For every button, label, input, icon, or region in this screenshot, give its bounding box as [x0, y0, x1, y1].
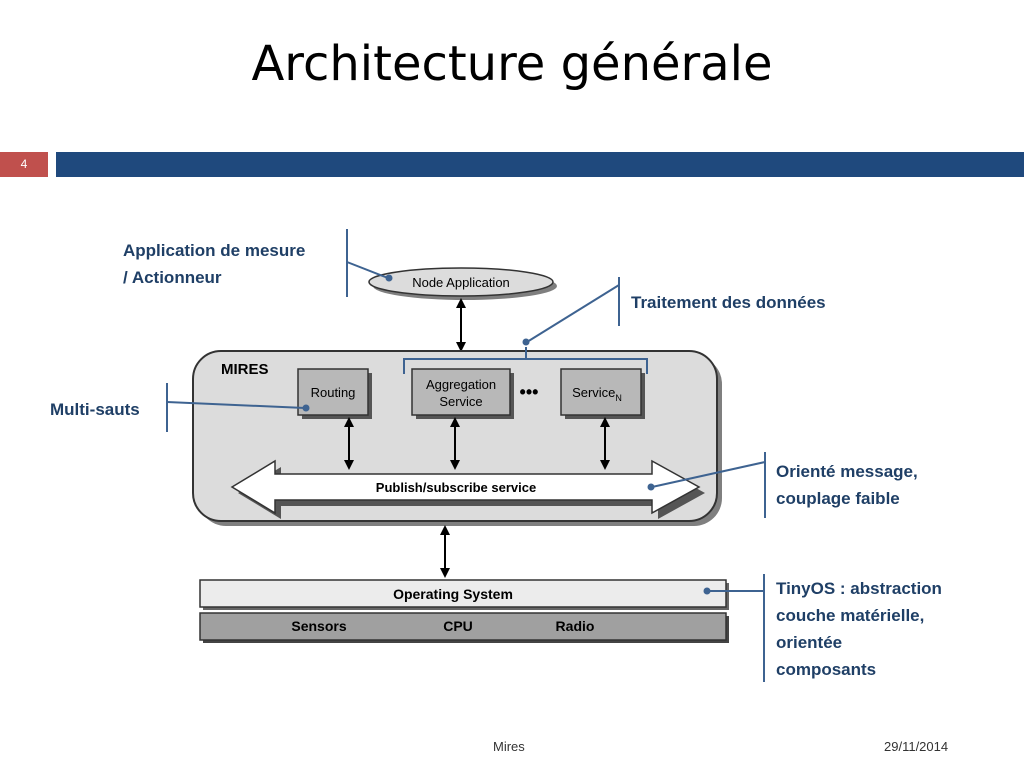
callout-tinyos — [703, 574, 765, 682]
footer-date: 29/11/2014 — [884, 739, 949, 754]
slide-number: 4 — [0, 152, 48, 177]
service-n-box: ServiceN — [560, 368, 645, 419]
cpu-label: CPU — [443, 618, 473, 634]
annotation-tinyos-line-2: couche matérielle, — [776, 606, 925, 625]
hardware-bar: Sensors CPU Radio — [199, 612, 729, 643]
service-n-label: ServiceN — [572, 385, 622, 403]
callout-oriente — [647, 452, 766, 518]
annotation-multisauts-line: Multi-sauts — [50, 400, 140, 419]
ellipsis: ••• — [520, 382, 539, 402]
slide-title: Architecture générale — [251, 36, 773, 92]
aggregation-label-1: Aggregation — [426, 377, 496, 392]
routing-box: Routing — [297, 368, 372, 419]
annotation-oriente: Orienté message, couplage faible — [776, 458, 918, 512]
callout-multisauts — [166, 383, 310, 432]
annotation-tinyos-line-1: TinyOS : abstraction — [776, 579, 942, 598]
radio-label: Radio — [556, 618, 595, 634]
callout-application — [346, 229, 393, 297]
annotation-traitement-line: Traitement des données — [631, 293, 826, 312]
routing-label: Routing — [311, 385, 356, 400]
sensors-label: Sensors — [291, 618, 346, 634]
annotation-tinyos: TinyOS : abstraction couche matérielle, … — [776, 575, 942, 683]
annotation-oriente-line-1: Orienté message, — [776, 462, 918, 481]
annotation-oriente-line-2: couplage faible — [776, 489, 900, 508]
publish-subscribe-service: Publish/subscribe service — [230, 459, 705, 519]
callout-traitement — [403, 277, 648, 374]
mires-label: MIRES — [221, 361, 269, 378]
footer-center: Mires — [493, 739, 525, 754]
operating-system-label: Operating System — [393, 586, 513, 602]
annotation-application-line-2: / Actionneur — [123, 268, 222, 287]
annotation-application-line-1: Application de mesure — [123, 241, 306, 260]
annotation-multisauts: Multi-sauts — [50, 396, 140, 423]
publish-subscribe-label: Publish/subscribe service — [376, 480, 536, 495]
aggregation-label-2: Service — [439, 394, 482, 409]
aggregation-service-box: Aggregation Service — [411, 368, 514, 419]
annotation-tinyos-line-3: orientée — [776, 633, 843, 652]
node-application: Node Application — [368, 267, 557, 300]
operating-system-bar: Operating System — [199, 579, 729, 610]
title-bar — [56, 152, 1024, 177]
annotation-tinyos-line-4: composants — [776, 660, 877, 679]
annotation-application: Application de mesure / Actionneur — [123, 237, 305, 291]
node-application-label: Node Application — [412, 275, 510, 290]
annotation-traitement: Traitement des données — [631, 289, 826, 316]
